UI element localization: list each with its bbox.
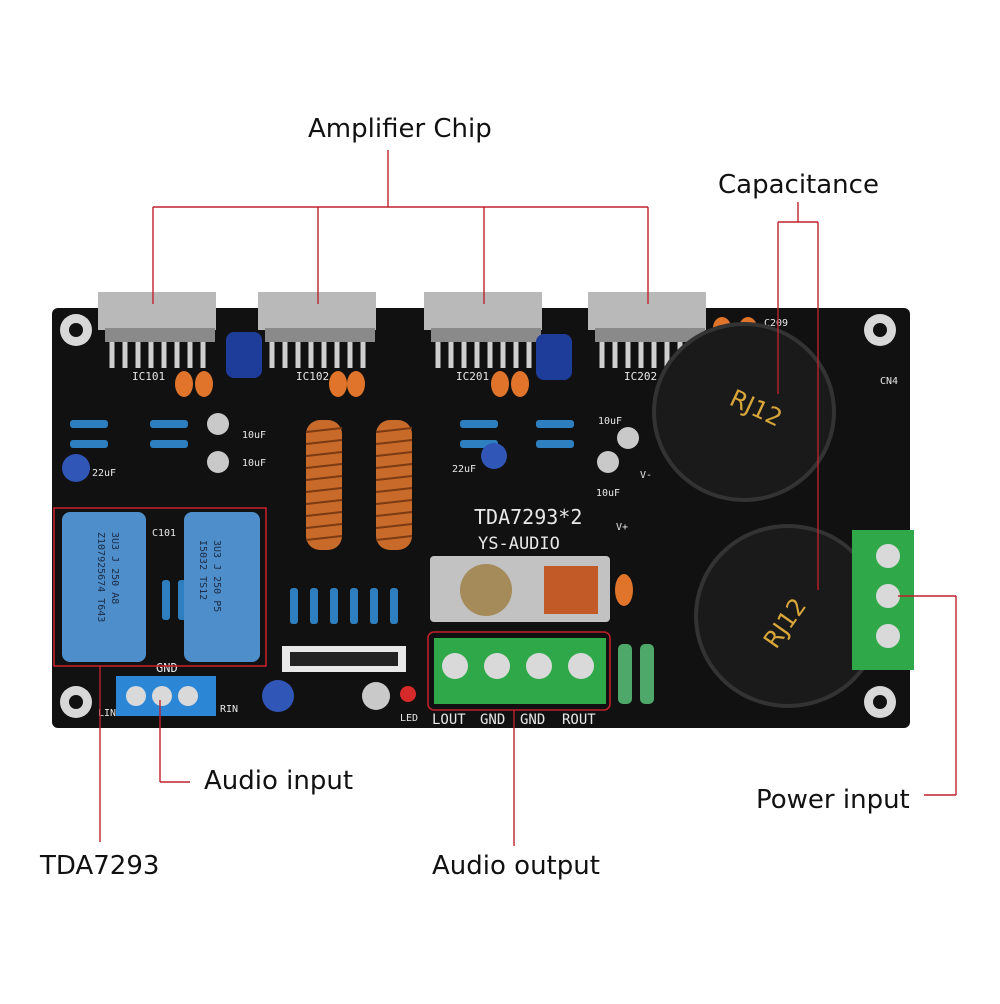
callout-audio-input: Audio input (204, 766, 354, 796)
relay (430, 556, 610, 622)
input-label-lin: LIN (98, 708, 116, 719)
input-label-rin: RIN (220, 704, 238, 715)
terminal-label-rout: ROUT (562, 712, 596, 728)
callout-lines-power-input (898, 595, 957, 796)
film-cap-right-line2: 3U3 J 250 P5 (211, 540, 222, 612)
callout-lines-tda7293 (53, 507, 267, 842)
cn4-label: CN4 (880, 376, 898, 387)
film-cap-right-line1: I5032 TS12 (197, 540, 208, 600)
callout-amplifier-chip: Amplifier Chip (308, 114, 492, 144)
callout-audio-output: Audio output (432, 851, 600, 881)
terminal-label-lout: LOUT (432, 712, 466, 728)
small-elec-cap-2 (536, 334, 572, 380)
terminal-label-gnd2: GND (520, 712, 545, 728)
callout-power-input: Power input (756, 785, 910, 815)
c101-label: C101 (152, 528, 176, 539)
ic-label-2: IC102 (296, 370, 329, 383)
cap-label-10uf-2: 10uF (242, 458, 266, 469)
input-label-gnd: GND (156, 661, 178, 675)
callout-tda7293: TDA7293 (40, 851, 160, 881)
big-cap-2: RJ12 (694, 524, 882, 708)
input-terminal (116, 676, 216, 716)
board-model-text: TDA7293*2 (474, 505, 582, 529)
cap-label-22uf-2: 22uF (452, 464, 476, 475)
terminal-label-gnd1: GND (480, 712, 505, 728)
callout-lines-audio-input (159, 700, 190, 783)
ic-label-4: IC202 (624, 370, 657, 383)
power-resistor-2 (640, 644, 654, 704)
output-terminal (434, 638, 606, 704)
power-terminal (852, 530, 914, 670)
film-cap-left: Z107925674 T643 3U3 J 250 A8 (62, 512, 146, 662)
callout-capacitance: Capacitance (718, 170, 879, 200)
mounting-holes (60, 314, 896, 718)
film-cap-right: I5032 TS12 3U3 J 250 P5 (184, 512, 260, 662)
film-cap-left-line2: 3U3 J 250 A8 (109, 532, 120, 604)
cap-label-10uf-3: 10uF (598, 416, 622, 427)
c209-label: C209 (764, 318, 788, 329)
vminus-label: V- (640, 470, 652, 481)
cap-label-22uf-1: 22uF (92, 468, 116, 479)
ic-label-3: IC201 (456, 370, 489, 383)
ic-label-1: IC101 (132, 370, 165, 383)
small-elec-cap-1 (226, 332, 262, 378)
vplus-label: V+ (616, 522, 628, 533)
led-label: LED (400, 713, 418, 724)
film-cap-left-line1: Z107925674 T643 (95, 532, 106, 622)
small-caps (62, 413, 639, 712)
amp-chip-3 (424, 292, 542, 368)
cap-label-10uf-4: 10uF (596, 488, 620, 499)
board-brand-text: YS-AUDIO (478, 534, 560, 554)
cap-label-10uf-1: 10uF (242, 430, 266, 441)
inductor-coil-1 (305, 420, 343, 550)
callout-lines-amp-chip (152, 150, 649, 304)
callout-lines-audio-output (427, 631, 611, 846)
resistor-rows (70, 420, 574, 624)
inductor-coil-2 (375, 420, 413, 550)
amp-chip-1 (98, 292, 216, 368)
amp-chip-2 (258, 292, 376, 368)
callout-lines-capacitance (777, 202, 819, 590)
big-cap-1: RJ12 (652, 322, 836, 502)
amp-chip-4 (588, 292, 706, 368)
status-led (400, 686, 416, 702)
power-resistor-1 (618, 644, 632, 704)
